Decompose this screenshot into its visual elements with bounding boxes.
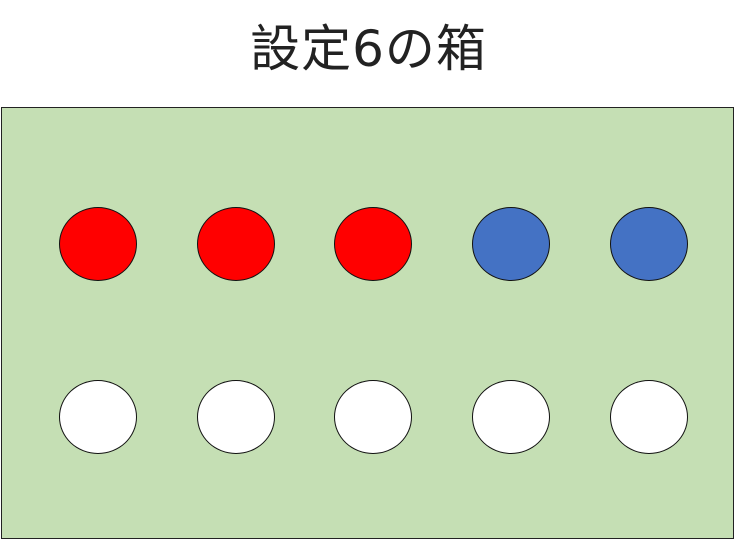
ball-white (472, 380, 550, 454)
ball-red (197, 207, 275, 281)
diagram-title: 設定6の箱 (250, 20, 487, 78)
ball-red (59, 207, 137, 281)
ball-white (59, 380, 137, 454)
ball-blue (610, 207, 688, 281)
ball-white (610, 380, 688, 454)
ball-white (197, 380, 275, 454)
ball-blue (472, 207, 550, 281)
ball-white (334, 380, 412, 454)
box (1, 107, 734, 539)
ball-red (334, 207, 412, 281)
